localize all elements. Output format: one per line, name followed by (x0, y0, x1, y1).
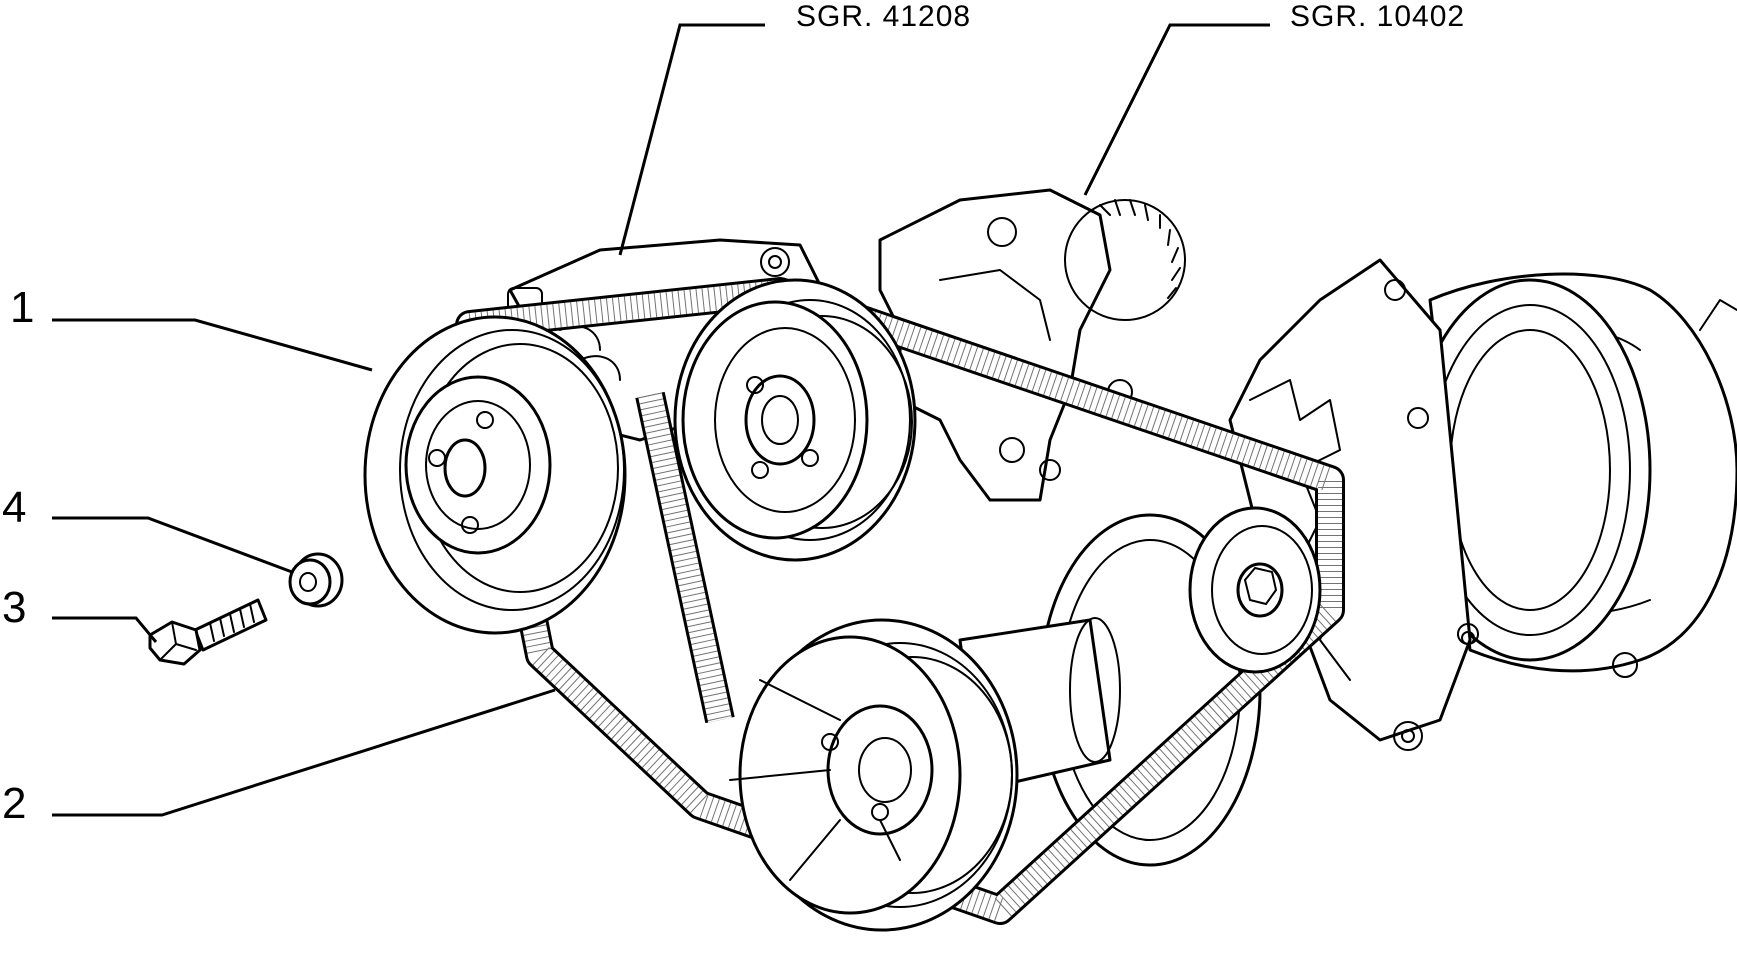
bolt-part-3 (148, 598, 268, 666)
reference-label-sgr-41208: SGR. 41208 (796, 0, 971, 33)
leader-part-1 (52, 318, 373, 372)
callout-number-3: 3 (2, 583, 26, 632)
callout-number-4: 4 (2, 483, 26, 532)
callout-number-1: 1 (10, 283, 34, 332)
callout-number-2: 2 (2, 779, 26, 828)
leader-part-4 (52, 516, 293, 574)
leader-lines (52, 23, 1270, 817)
upper-pump-bracket (878, 188, 1186, 502)
reference-label-sgr-10402: SGR. 10402 (1290, 0, 1465, 33)
tensioner-idler (1188, 506, 1322, 674)
washer-part-4 (288, 552, 344, 608)
pulley-part-1 (363, 315, 627, 635)
leader-sgr-41208 (618, 23, 765, 256)
leader-part-3 (52, 616, 158, 643)
leader-part-2 (52, 688, 556, 817)
pump-pulley (673, 278, 917, 562)
crank-pulley (729, 618, 1019, 932)
alternator (1228, 258, 1737, 751)
leader-sgr-10402 (1083, 23, 1270, 196)
